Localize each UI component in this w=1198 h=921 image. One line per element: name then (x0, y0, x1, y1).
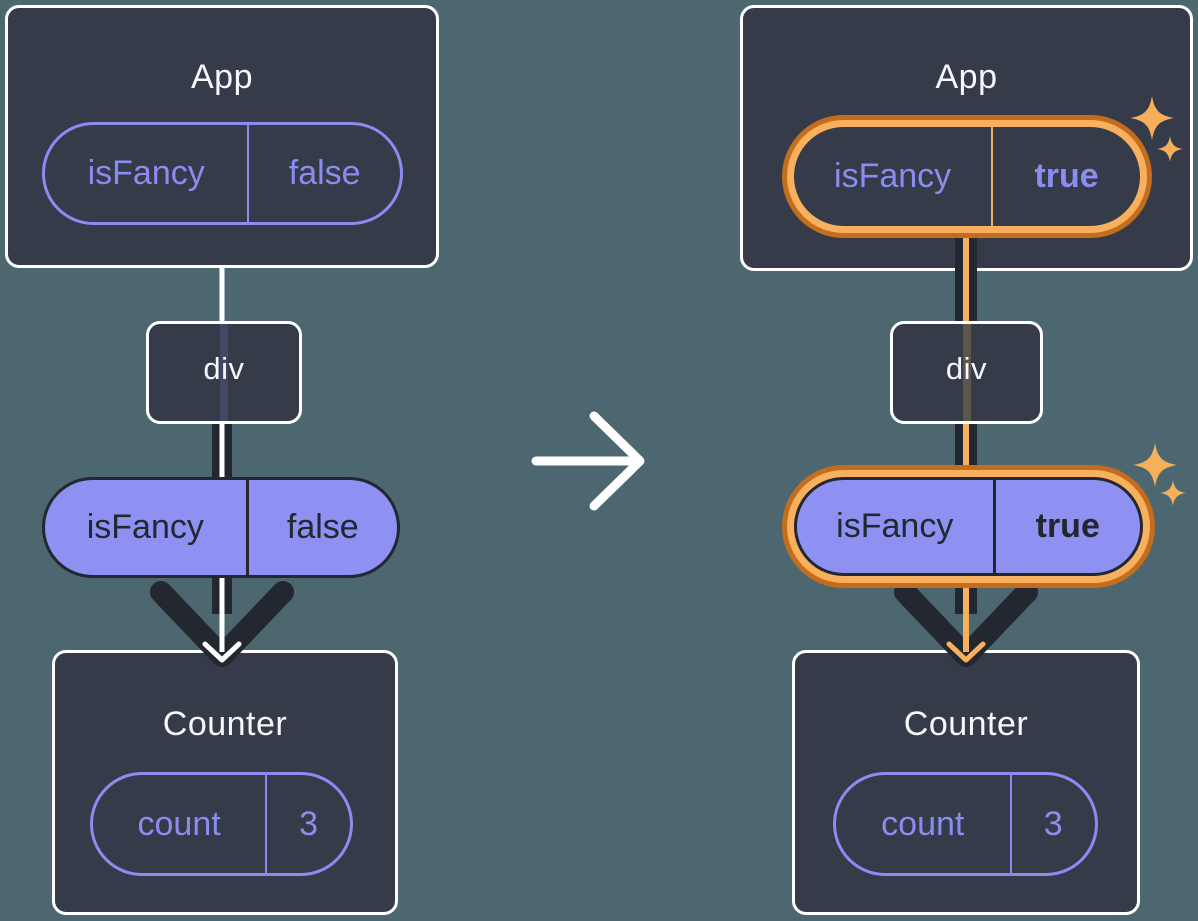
right-counter-card: Counter (792, 650, 1140, 915)
prop-name: isFancy (836, 507, 954, 545)
transition-arrow-icon (531, 411, 645, 511)
sparkle-icon (1157, 136, 1183, 162)
prop-value: true (991, 127, 1140, 226)
left-app-title: App (191, 58, 253, 96)
right-counter-state-pill: count 3 (833, 772, 1098, 876)
right-passthrough-stripe (963, 324, 971, 421)
sparkle-icon (1133, 443, 1177, 487)
left-counter-title: Counter (162, 705, 288, 743)
right-div-label: div (945, 351, 988, 386)
right-app-prop-pill: isFancy true (787, 120, 1147, 233)
prop-name: isFancy (834, 157, 952, 195)
prop-name: isFancy (87, 154, 205, 192)
left-counter-card: Counter (52, 650, 398, 915)
right-prop-flow-arrow (894, 230, 1038, 667)
right-div-card: div (890, 321, 1043, 424)
prop-value: false (247, 125, 400, 222)
left-app-prop-pill: isFancy false (42, 122, 403, 225)
left-passthrough-stripe (220, 324, 228, 421)
left-div-label: div (203, 351, 245, 386)
state-value: 3 (1009, 775, 1095, 873)
state-name: count (881, 804, 965, 843)
left-div-card: div (146, 321, 302, 424)
right-counter-title: Counter (903, 705, 1029, 743)
prop-value: true (992, 480, 1141, 573)
right-passed-prop-pill: isFancy true (794, 477, 1143, 576)
right-app-title: App (935, 58, 998, 96)
prop-name: isFancy (86, 508, 204, 546)
left-passed-prop-pill: isFancy false (42, 477, 400, 578)
state-name: count (137, 804, 221, 843)
sparkle-icon (1130, 96, 1174, 140)
left-counter-state-pill: count 3 (90, 772, 353, 876)
state-value: 3 (265, 775, 350, 873)
prop-value: false (245, 480, 397, 575)
sparkle-icon (1160, 480, 1186, 506)
